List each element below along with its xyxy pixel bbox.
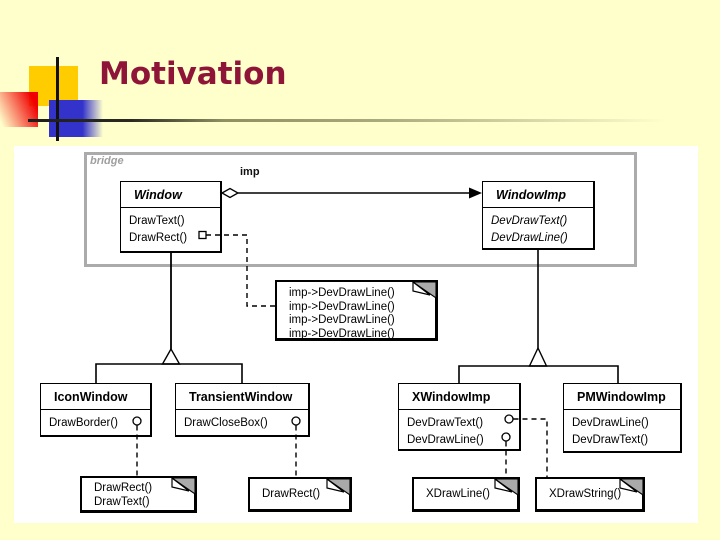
- class-name-label: WindowImp: [496, 188, 567, 202]
- method-label: DevDrawText(): [491, 215, 568, 227]
- class-transientwindow: TransientWindow DrawCloseBox(): [175, 383, 310, 437]
- note-line: XDrawString(): [549, 488, 622, 500]
- class-pmwindowimp: PMWindowImp DevDrawLine() DevDrawText(): [563, 383, 682, 453]
- note-line: DrawRect(): [262, 488, 321, 500]
- method-label: DrawRect(): [129, 232, 188, 244]
- method-label: DevDrawLine(): [491, 232, 568, 244]
- note-line: imp->DevDrawLine(): [289, 287, 395, 299]
- class-iconwindow-name: IconWindow: [41, 384, 150, 410]
- class-name-label: XWindowImp: [412, 390, 491, 404]
- note-line: imp->DevDrawLine(): [289, 300, 395, 313]
- class-name-label: Window: [134, 188, 182, 202]
- method-label: DevDrawText(): [572, 434, 649, 446]
- note-line: DrawText(): [94, 495, 150, 508]
- class-window-name: Window: [121, 182, 220, 208]
- class-pmwindowimp-methods: DevDrawLine() DevDrawText(): [564, 410, 680, 449]
- class-window: Window DrawText() DrawRect(): [120, 181, 222, 253]
- class-xwindowimp-name: XWindowImp: [399, 384, 519, 410]
- class-windowimp: WindowImp DevDrawText() DevDrawLine(): [482, 181, 595, 250]
- note-iconwindow: DrawRect() DrawText(): [80, 476, 197, 513]
- imp-association-label: imp: [240, 166, 260, 178]
- note-fold-icon: [619, 477, 644, 497]
- note-fold-icon: [171, 476, 196, 496]
- method-label: DrawCloseBox(): [184, 417, 268, 429]
- note-transientwindow: DrawRect(): [248, 477, 352, 512]
- class-transientwindow-name: TransientWindow: [176, 384, 308, 410]
- class-iconwindow: IconWindow DrawBorder(): [40, 383, 152, 437]
- note-line: XDrawLine(): [426, 488, 490, 500]
- decoration-vertical-line: [56, 57, 59, 141]
- note-line: DrawRect(): [94, 482, 153, 494]
- note-line: imp->DevDrawLine(): [289, 327, 395, 340]
- class-name-label: IconWindow: [54, 390, 128, 404]
- note-xdrawstring: XDrawString(): [535, 477, 645, 512]
- method-label: DrawBorder(): [49, 417, 119, 429]
- class-pmwindowimp-name: PMWindowImp: [564, 384, 680, 410]
- method-label: DevDrawText(): [407, 417, 484, 429]
- note-line: imp->DevDrawLine(): [289, 314, 395, 326]
- class-window-methods: DrawText() DrawRect(): [121, 208, 220, 247]
- title-underline-rule: [28, 119, 678, 122]
- note-fold-icon: [412, 280, 437, 300]
- class-xwindowimp-methods: DevDrawText() DevDrawLine(): [399, 410, 519, 449]
- method-label: DevDrawLine(): [407, 434, 484, 446]
- note-fold-icon: [326, 477, 351, 497]
- slide-title: Motivation: [99, 56, 287, 92]
- bridge-frame-label: bridge: [90, 155, 124, 167]
- bridge-frame: [84, 152, 637, 267]
- note-xdrawline: XDrawLine(): [412, 477, 520, 512]
- note-imp-devdrawline: imp->DevDrawLine() imp->DevDrawLine() im…: [275, 280, 438, 341]
- class-name-label: PMWindowImp: [577, 390, 666, 404]
- note-fold-icon: [494, 477, 519, 497]
- class-xwindowimp: XWindowImp DevDrawText() DevDrawLine(): [398, 383, 521, 451]
- class-windowimp-name: WindowImp: [483, 182, 593, 208]
- method-label: DrawText(): [129, 215, 185, 227]
- class-iconwindow-methods: DrawBorder(): [41, 410, 150, 432]
- method-label: DevDrawLine(): [572, 417, 649, 429]
- class-name-label: TransientWindow: [189, 390, 293, 404]
- class-transientwindow-methods: DrawCloseBox(): [176, 410, 308, 432]
- class-windowimp-methods: DevDrawText() DevDrawLine(): [483, 208, 593, 247]
